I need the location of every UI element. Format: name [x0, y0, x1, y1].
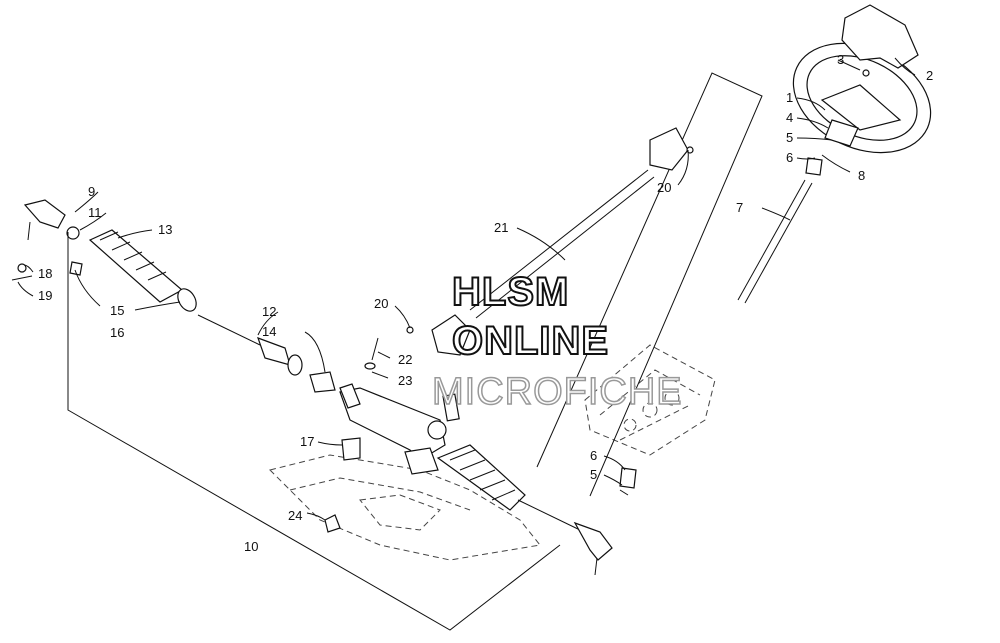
callout-6-upper: 6: [786, 150, 793, 165]
mount-bolt: [364, 337, 379, 370]
watermark-line-2: ONLINE: [452, 319, 609, 363]
callout-1: 1: [786, 90, 793, 105]
right-bellows-boot: [436, 444, 613, 576]
callout-4: 4: [786, 110, 793, 125]
steering-rack: [339, 383, 460, 475]
callout-2: 2: [926, 68, 933, 83]
callout-22: 22: [398, 352, 412, 367]
left-bellows-boot: [88, 229, 197, 312]
callout-13: 13: [158, 222, 172, 237]
callout-21: 21: [494, 220, 508, 235]
callout-3: 3: [837, 52, 844, 67]
rack-mount-bushing: [341, 437, 361, 461]
callout-14: 14: [262, 324, 276, 339]
floor-bracket-outline: [584, 344, 716, 456]
callout-20-right: 20: [657, 180, 671, 195]
callout-5-upper: 5: [786, 130, 793, 145]
callout-23: 23: [398, 373, 412, 388]
inner-tie-rod: [197, 314, 336, 393]
callout-5-lower: 5: [590, 467, 597, 482]
callout-16: 16: [110, 325, 124, 340]
watermark-line-3: MICROFICHE: [432, 371, 683, 413]
callout-9: 9: [88, 184, 95, 199]
callout-19: 19: [38, 288, 52, 303]
callout-6-lower: 6: [590, 448, 597, 463]
tie-rod-group-box: [67, 232, 561, 631]
callout-17: 17: [300, 434, 314, 449]
chassis-outline: [269, 454, 541, 561]
watermark: HLSM ONLINE MICROFICHE: [431, 269, 683, 414]
callout-8: 8: [858, 168, 865, 183]
callout-7: 7: [736, 200, 743, 215]
leader-lines: [17, 57, 916, 521]
watermark-line-1: HLSM: [452, 270, 569, 314]
callouts: 1 2 3 4 5 6 7 8 9 10 11 12 13 14 15 16 1…: [38, 52, 933, 554]
steering-wheel: [792, 42, 932, 154]
callout-20-left: 20: [374, 296, 388, 311]
steering-shaft: [619, 157, 823, 496]
callout-12: 12: [262, 304, 276, 319]
column-group-box: [536, 72, 763, 497]
callout-15: 15: [110, 303, 124, 318]
mount-nut: [324, 514, 341, 533]
intermediate-shaft: [406, 127, 694, 356]
horn-cap: [841, 4, 919, 77]
callout-10: 10: [244, 539, 258, 554]
callout-11: 11: [88, 205, 102, 220]
callout-24: 24: [288, 508, 302, 523]
left-tie-rod-assembly: [11, 199, 83, 281]
callout-18: 18: [38, 266, 52, 281]
